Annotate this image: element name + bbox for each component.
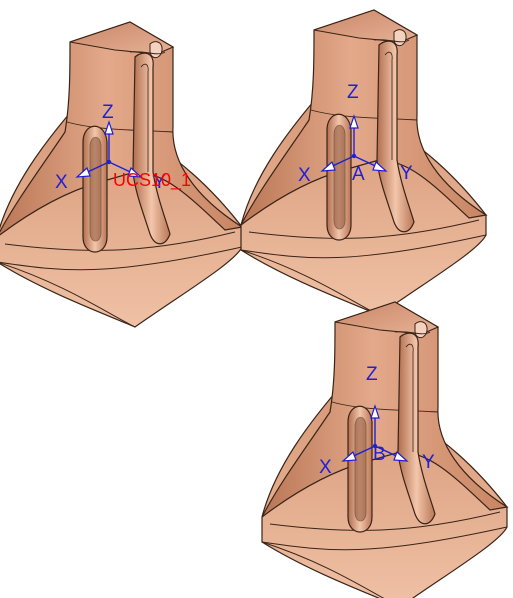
origin-label: B <box>373 444 386 465</box>
part-model-1[interactable]: Z X Y UCS10_1 <box>0 21 243 328</box>
coordinate-triad-1: Z X Y UCS10_1 <box>55 102 191 193</box>
axis-label-x: X <box>55 172 68 193</box>
axis-label-x: X <box>319 457 332 478</box>
axis-label-x: X <box>298 165 311 186</box>
axis-label-y: Y <box>400 163 413 184</box>
axis-label-y: Y <box>422 452 435 473</box>
axis-label-z: Z <box>366 364 378 385</box>
part-model-3[interactable]: Z X Y B <box>261 301 508 598</box>
axis-label-z: Z <box>102 102 114 123</box>
axis-label-y: Y <box>153 172 166 193</box>
coordinate-triad-2: Z X Y A <box>298 82 413 186</box>
ucs-name-label: UCS10_1 <box>113 170 191 191</box>
origin-label: A <box>352 164 365 185</box>
axis-label-z: Z <box>347 82 359 103</box>
part-model-2[interactable]: Z X Y A <box>240 9 487 316</box>
coordinate-triad-3: Z X Y B <box>319 364 435 478</box>
